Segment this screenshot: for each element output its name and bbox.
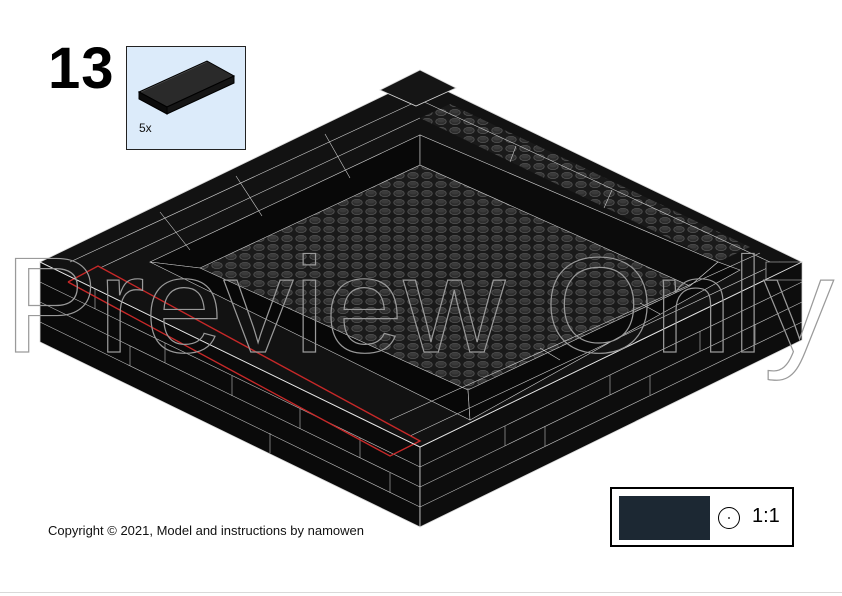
page-bottom-rule <box>0 592 842 593</box>
parts-callout: 5x <box>126 46 246 150</box>
parts-quantity: 5x <box>139 121 152 135</box>
scale-circle-icon <box>718 507 740 529</box>
scale-swatch <box>619 496 710 540</box>
new-parts-highlight <box>67 265 422 457</box>
stud-strip-right <box>420 104 750 262</box>
inner-floor <box>200 165 690 390</box>
step-number: 13 <box>48 36 115 101</box>
scale-label: 1:1 <box>752 505 780 527</box>
copyright-notice: Copyright © 2021, Model and instructions… <box>48 523 364 538</box>
scale-reference-box: 1:1 <box>610 487 794 547</box>
tile-part-icon <box>137 60 236 115</box>
